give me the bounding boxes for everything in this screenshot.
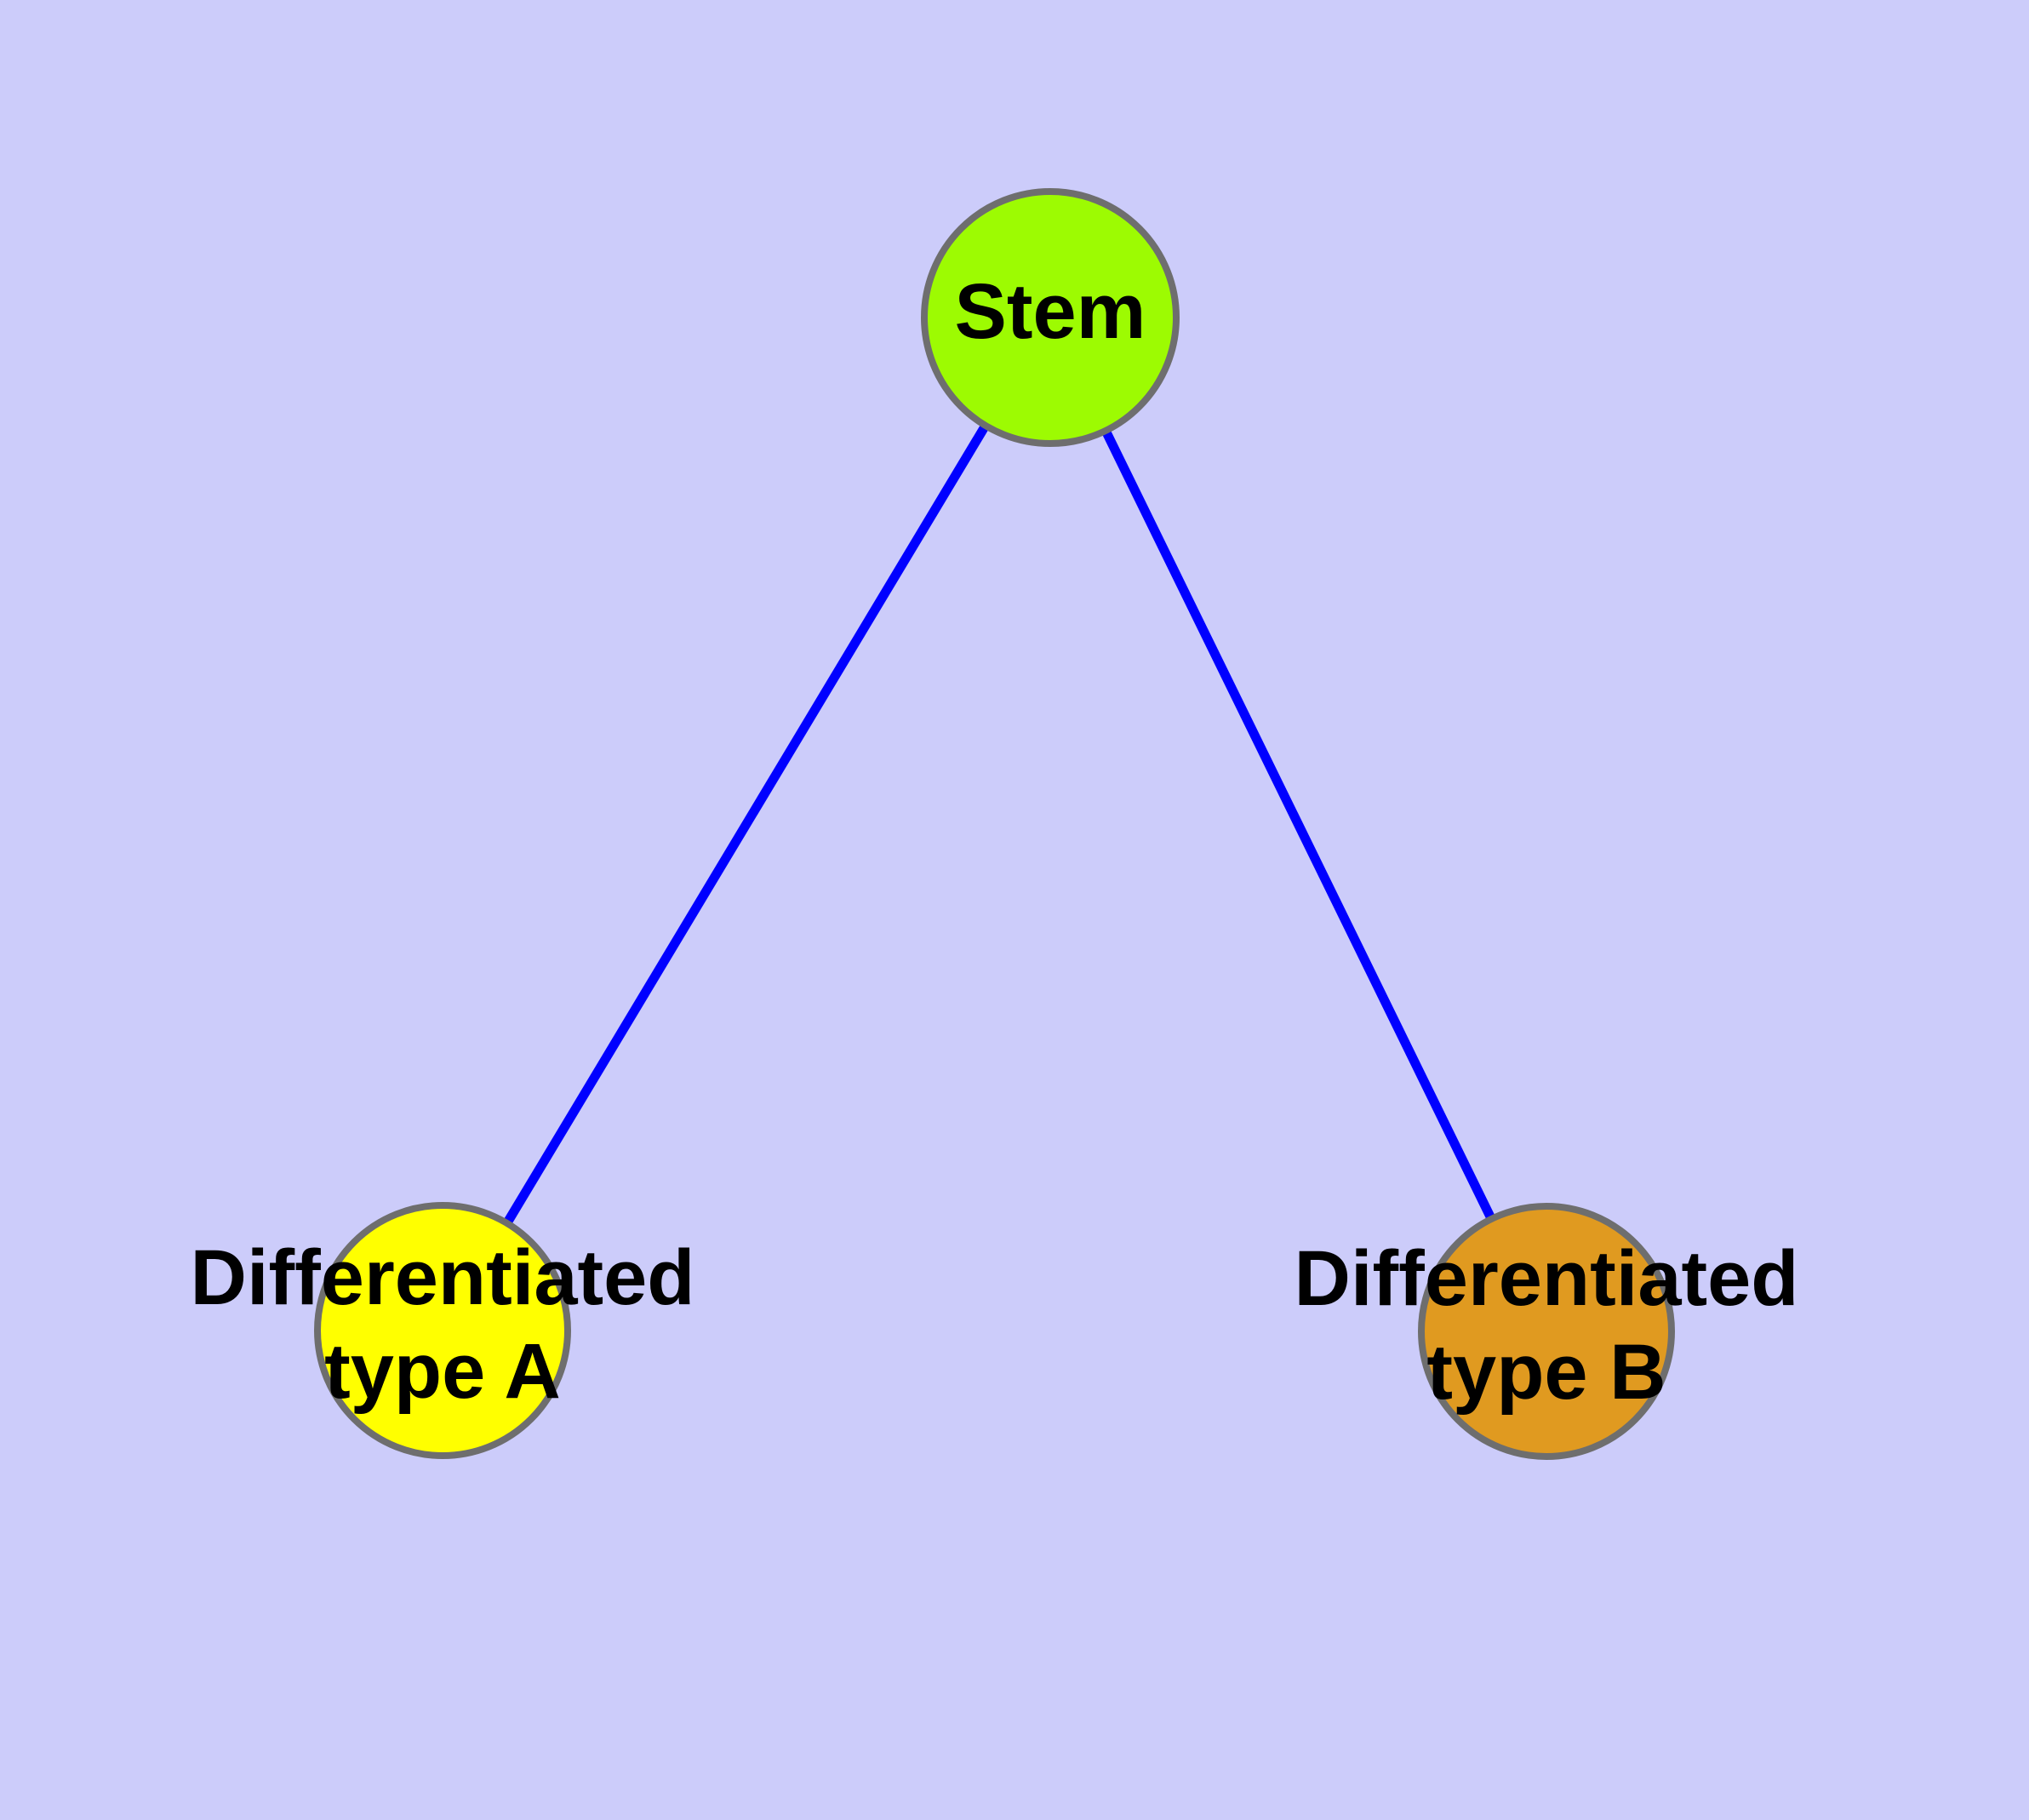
edges-layer [504,425,1495,1224]
edge-stem-to-diff-b[interactable] [1102,431,1495,1219]
node-label-line: type B [1426,1329,1666,1416]
edge-stem-to-diff-a[interactable] [504,425,989,1224]
node-label-line: Differentiated [1295,1235,1799,1322]
node-label-line: Stem [955,268,1146,355]
node-circle-diff_b[interactable] [1418,1203,1675,1460]
node-label-line: type A [324,1328,561,1415]
node-circle-diff_a[interactable] [314,1202,571,1459]
node-circle-stem[interactable] [921,188,1180,447]
node-label-stem: Stem [955,268,1146,355]
nodes-layer [314,188,1675,1460]
node-label-line: Differentiated [191,1234,695,1321]
